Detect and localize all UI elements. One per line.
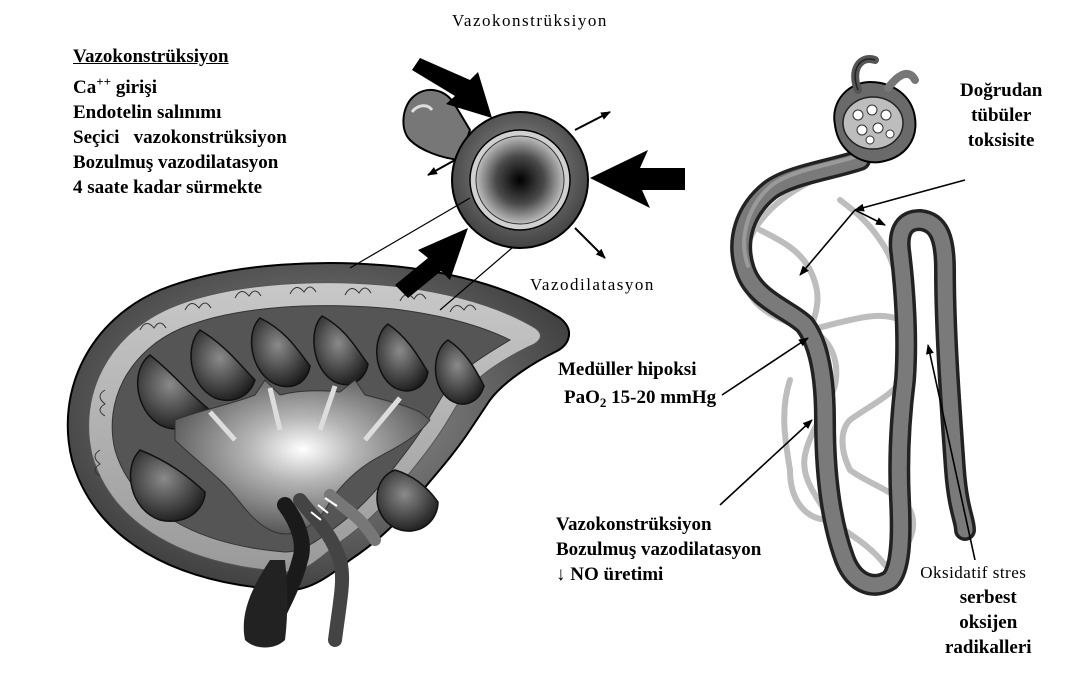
- glomerulus: [834, 59, 915, 162]
- left-block-title: Vazokonstrüksiyon: [73, 44, 287, 69]
- arrow-right: [590, 150, 685, 208]
- oxidative-line-3: oksijen: [915, 610, 1032, 635]
- oxidative-line-1: Oksidatif stres: [915, 560, 1032, 585]
- down-arrow-icon: ↓: [556, 564, 566, 585]
- left-vasoconstriction-block: Vazokonstrüksiyon Ca++ girişi Endotelin …: [73, 44, 287, 200]
- bottom-vasoconstriction-block: Vazokonstrüksiyon Bozulmuş vazodilatasyo…: [556, 512, 761, 587]
- bottom-block-line-2: Bozulmuş vazodilatasyon: [556, 537, 761, 562]
- left-block-line-4: 4 saate kadar sürmekte: [73, 175, 287, 200]
- oxidative-line-4: radikalleri: [915, 635, 1032, 660]
- nephron-illustration: [741, 59, 965, 585]
- vessel-lumen: [476, 136, 564, 224]
- medullary-line-1: Medüller hipoksi: [558, 356, 716, 384]
- oxidative-line-2: serbest: [915, 585, 1032, 610]
- left-block-line-3: Bozulmuş vazodilatasyon: [73, 150, 287, 175]
- left-block-line-2: Seçici vazokonstrüksiyon: [73, 125, 287, 150]
- direct-toxicity-line-2: tübüler: [960, 103, 1042, 128]
- renal-tubule: [741, 156, 965, 585]
- medullary-pao2-line: PaO2 15-20 mmHg: [558, 384, 716, 417]
- left-block-line-1: Endotelin salınımı: [73, 100, 287, 125]
- kidney-illustration: [68, 263, 569, 647]
- direct-toxicity-line-3: toksisite: [960, 128, 1042, 153]
- medullary-hypoxia-label: Medüller hipoksi PaO2 15-20 mmHg: [558, 356, 716, 417]
- vessel-cross-section: [403, 90, 588, 248]
- direct-toxicity-line-1: Doğrudan: [960, 78, 1042, 103]
- label-top-vasoconstriction: Vazokonstrüksiyon: [452, 8, 608, 33]
- direct-toxicity-label: Doğrudan tübüler toksisite: [960, 78, 1042, 153]
- bottom-block-line-1: Vazokonstrüksiyon: [556, 512, 761, 537]
- left-block-ca-line: Ca++ girişi: [73, 69, 287, 100]
- oxidative-stress-label: Oksidatif stres serbest oksijen radikall…: [915, 560, 1032, 660]
- bottom-block-line-3: ↓ NO üretimi: [556, 562, 761, 587]
- label-vasodilation: Vazodilatasyon: [530, 272, 655, 297]
